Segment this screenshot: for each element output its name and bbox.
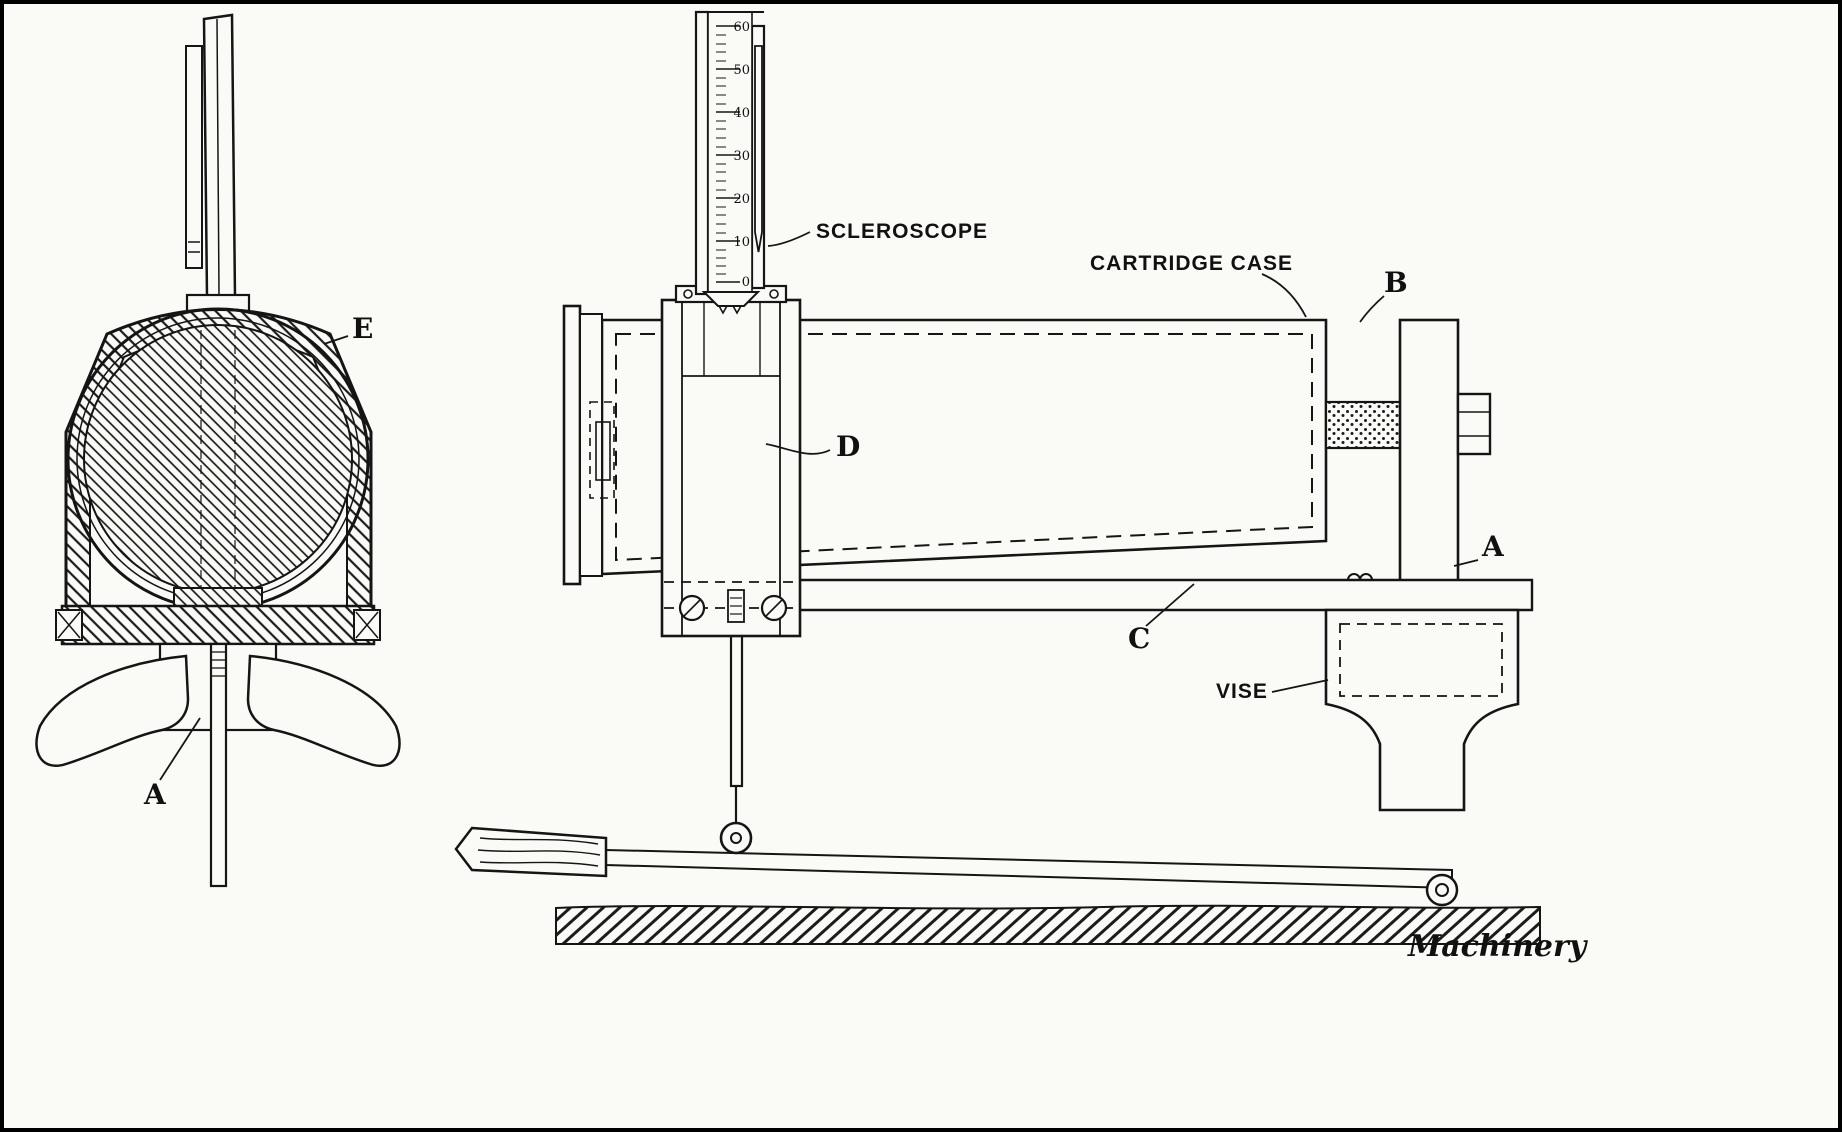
base-plate [55,587,381,646]
leader-e [323,335,349,345]
right-side-view: 60 50 40 30 20 10 0 SCLEROSCOPE CARTRIDG… [454,10,1541,945]
label-e: E [352,312,373,345]
leader-b [1359,295,1385,323]
hook-rod [719,634,753,855]
lever-assembly [454,826,1459,907]
scleroscope-tube: 60 50 40 30 20 10 0 [674,10,788,315]
leader-a-right [1453,559,1479,567]
ground [555,904,1541,945]
scale-50: 50 [733,63,750,78]
clamp-block-d [660,298,802,638]
right-view-labels: SCLEROSCOPE CARTRIDGE CASE B D A C VISE [765,220,1505,703]
scale-60: 60 [733,20,750,35]
machinery-diagram: E A [35,10,1589,964]
scale-10: 10 [733,235,750,250]
leader-scleroscope [767,231,811,247]
label-vise: VISE [1216,680,1268,703]
scale-minor-ticks [716,34,726,275]
label-scleroscope: SCLEROSCOPE [816,220,988,243]
scale-20: 20 [733,192,750,207]
scale-0: 0 [742,275,750,290]
foot-wings [35,642,401,888]
scale-major-ticks [716,25,740,283]
vise [1324,608,1520,812]
fulcrum-roller [1425,873,1459,907]
label-cartridge-case: CARTRIDGE CASE [1090,252,1293,275]
leader-vise [1271,679,1329,693]
label-b: B [1384,266,1408,299]
label-a-left: A [143,778,167,811]
bolt-head [1456,392,1492,456]
threaded-rod [1324,400,1404,450]
credit-machinery: Machinery [1407,929,1589,964]
left-scleroscope-instrument [185,13,251,336]
bar-c [702,573,1534,612]
bracket-and-bolt [1324,318,1492,588]
plunger [754,45,763,253]
leader-cartridge-case [1261,273,1307,318]
label-a-right: A [1481,530,1505,563]
leader-a-left [159,717,201,781]
label-d: D [836,430,860,463]
scale-40: 40 [733,106,750,121]
leader-c [1145,583,1195,627]
case-rim [562,304,582,586]
left-end-view: E A [35,13,401,888]
scale-30: 30 [733,149,750,164]
support-column [1398,318,1460,588]
leader-d [765,443,831,455]
label-c: C [1128,622,1150,655]
